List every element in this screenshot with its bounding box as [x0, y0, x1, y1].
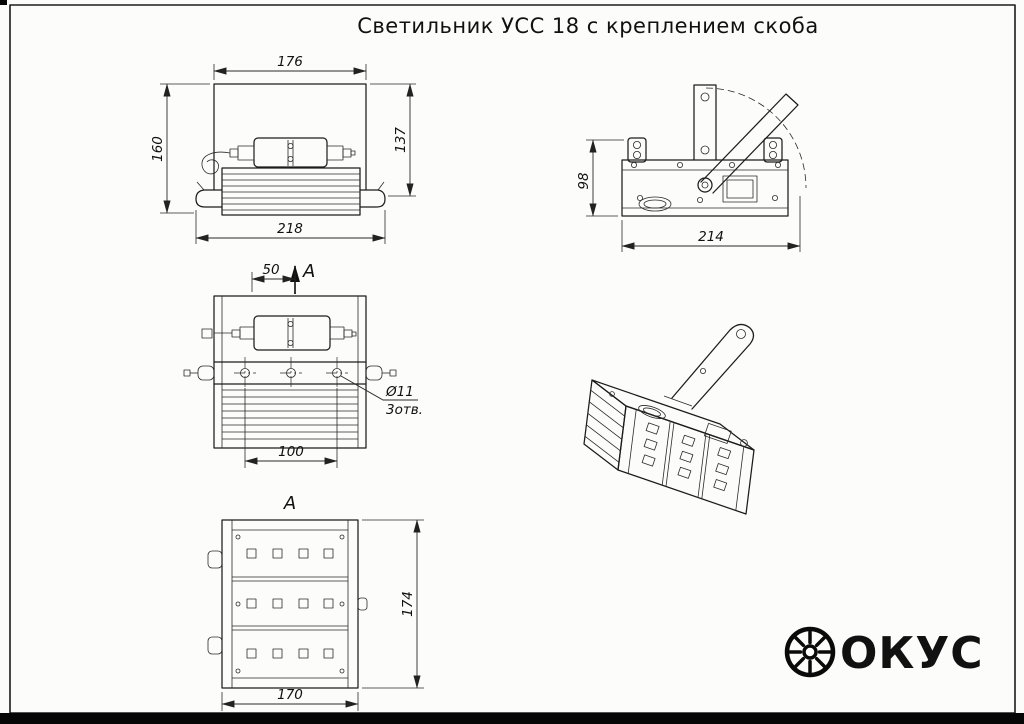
side-view: 98 214 — [576, 84, 807, 252]
dim-160-label: 160 — [150, 136, 166, 162]
front-fins — [222, 173, 360, 211]
pivot-bolt — [697, 177, 713, 193]
dim-214-label: 214 — [698, 229, 724, 245]
module-dividers — [232, 576, 348, 631]
front-view: 176 160 137 218 — [150, 54, 416, 244]
iso-led-face — [617, 405, 755, 515]
plan-gland-right — [329, 326, 357, 340]
dim-218-label: 218 — [277, 221, 303, 237]
mounting-holes — [234, 357, 348, 389]
led-grid — [235, 534, 345, 674]
bracket-arm-vertical — [693, 84, 717, 193]
section-label: A — [302, 261, 315, 282]
iso-fins — [584, 389, 625, 463]
dim-50-label: 50 — [262, 262, 279, 278]
plan-gland-left — [201, 326, 255, 340]
bracket-arm-tilted — [700, 93, 799, 194]
fokus-sun-icon — [784, 626, 836, 678]
cable-gland-left — [229, 145, 255, 161]
dim-174-label: 174 — [400, 591, 416, 617]
hole-callout: Ø11 3отв. — [340, 375, 423, 418]
dim-100-label: 100 — [278, 444, 304, 460]
hole-count-label: 3отв. — [386, 402, 423, 418]
section-arrow: A — [290, 261, 315, 294]
iso-bracket — [663, 323, 755, 410]
driver-box — [253, 137, 328, 168]
side-logo-oval — [638, 196, 672, 212]
side-screws — [631, 161, 782, 203]
dim-137-label: 137 — [393, 127, 409, 153]
latch-left — [195, 181, 223, 208]
side-label-plate — [722, 175, 758, 203]
plan-view: A 50 Ø11 3отв. 100 — [183, 261, 423, 468]
dim-98-label: 98 — [576, 172, 592, 189]
dim-176-label: 176 — [277, 54, 303, 70]
cable-loop — [201, 151, 231, 175]
view-a-latches — [207, 550, 368, 655]
iso-top-face — [591, 379, 755, 451]
view-a-label: A — [283, 493, 296, 514]
side-ear-left — [627, 137, 647, 163]
bar-tab-left — [183, 365, 215, 381]
dim-170-label: 170 — [277, 687, 303, 703]
logo-text: ОКУС — [840, 628, 984, 679]
swing-arc — [705, 87, 807, 189]
latch-right — [359, 181, 386, 208]
mounting-bar — [213, 361, 367, 385]
isometric-view — [583, 323, 755, 515]
plan-fins — [222, 389, 358, 440]
iso-top-details — [609, 391, 748, 447]
side-ear-right — [763, 137, 783, 163]
logo: ОКУС — [784, 626, 984, 679]
bar-tab-right — [365, 365, 397, 381]
hole-diameter-label: Ø11 — [385, 384, 414, 400]
cable-gland-right — [326, 145, 356, 161]
drawing-title: Светильник УСС 18 с креплением скоба — [357, 14, 819, 38]
bottom-view-a: A 170 174 — [207, 493, 424, 711]
iso-led-grid — [641, 422, 732, 492]
